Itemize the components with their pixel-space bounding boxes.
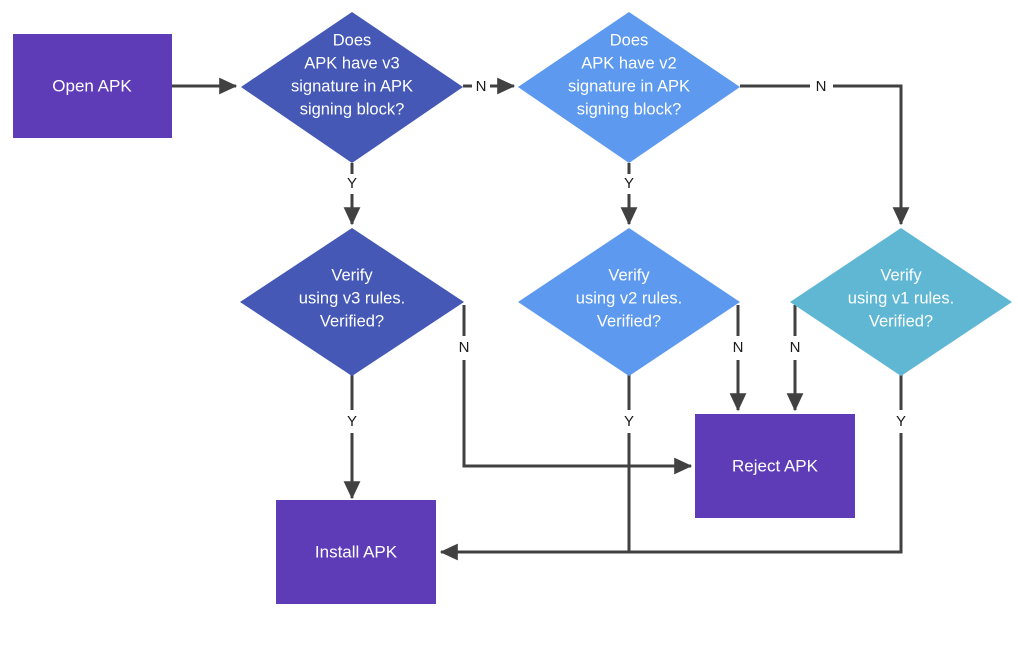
has-v3-label-line-4: signing block? <box>300 100 405 118</box>
edge-verify-v2-yes-to-install-apk: Y <box>624 375 634 552</box>
reject-apk-box[interactable] <box>695 414 855 518</box>
edge-has-v3-no-to-has-v2: N <box>463 77 516 95</box>
verify-v3-label-line-1: Verify <box>331 266 373 284</box>
install-apk-label: Install APK <box>315 542 398 561</box>
edge-has-v2-no-to-verify-v1: N <box>740 78 910 226</box>
edge-verify-v2-no-to-reject-apk: N <box>729 305 747 412</box>
has-v3-label-line-3: signature in APK <box>291 77 413 95</box>
edge-label-verify-v2-no: N <box>733 339 744 356</box>
verify-v2-diamond[interactable] <box>518 228 740 376</box>
has-v2-diamond[interactable] <box>518 12 740 163</box>
has-v3-label-line-2: APK have v3 <box>304 54 399 72</box>
reject-apk-label: Reject APK <box>732 456 819 475</box>
verify-v2-label-line-1: Verify <box>608 266 650 284</box>
edge-label-verify-v2-yes: Y <box>624 413 634 430</box>
edge-label-verify-v3-yes: Y <box>347 413 357 430</box>
verify-v1-label-line-1: Verify <box>880 266 922 284</box>
verify-v1-label-line-2: using v1 rules. <box>848 289 954 307</box>
verify-v3-diamond[interactable] <box>240 228 464 376</box>
node-has-v3-signature[interactable]: Does APK have v3 signature in APK signin… <box>241 12 463 163</box>
edge-verify-v1-yes-to-install-apk: Y <box>439 375 906 561</box>
edge-label-has-v2-yes: Y <box>624 175 634 192</box>
edge-label-has-v3-yes: Y <box>347 175 357 192</box>
open-apk-label: Open APK <box>52 76 132 95</box>
verify-v1-diamond[interactable] <box>790 228 1012 376</box>
node-verify-v3-rules[interactable]: Verify using v3 rules. Verified? <box>240 228 464 376</box>
has-v2-label-line-3: signature in APK <box>568 77 690 95</box>
edge-label-has-v2-no: N <box>816 78 827 95</box>
verify-v2-label-line-3: Verified? <box>597 312 661 330</box>
has-v2-label-line-1: Does <box>610 31 649 49</box>
has-v2-label-line-4: signing block? <box>577 100 682 118</box>
edge-has-v2-yes-to-verify-v2: Y <box>620 163 638 226</box>
verify-v1-label-line-3: Verified? <box>869 312 933 330</box>
verify-v3-label-line-3: Verified? <box>320 312 384 330</box>
node-install-apk[interactable]: Install APK <box>276 500 436 604</box>
node-verify-v1-rules[interactable]: Verify using v1 rules. Verified? <box>790 228 1012 376</box>
node-has-v2-signature[interactable]: Does APK have v2 signature in APK signin… <box>518 12 740 163</box>
has-v3-label-line-1: Does <box>333 31 372 49</box>
install-apk-box[interactable] <box>276 500 436 604</box>
node-reject-apk[interactable]: Reject APK <box>695 414 855 518</box>
edge-label-verify-v1-no: N <box>790 339 801 356</box>
verify-v2-label-line-2: using v2 rules. <box>576 289 682 307</box>
edge-verify-v3-yes-to-install-apk: Y <box>343 375 361 500</box>
verify-v3-label-line-2: using v3 rules. <box>299 289 405 307</box>
edge-label-verify-v3-no: N <box>459 339 470 356</box>
has-v2-label-line-2: APK have v2 <box>581 54 676 72</box>
has-v3-diamond[interactable] <box>241 12 463 163</box>
open-apk-box[interactable] <box>13 34 172 138</box>
node-verify-v2-rules[interactable]: Verify using v2 rules. Verified? <box>518 228 740 376</box>
edge-has-v3-yes-to-verify-v3: Y <box>343 163 361 226</box>
node-open-apk[interactable]: Open APK <box>13 34 172 138</box>
edge-verify-v3-no-to-reject-apk: N <box>459 305 693 475</box>
edge-verify-v1-no-to-reject-apk: N <box>786 305 804 412</box>
edge-label-has-v3-no: N <box>476 78 487 95</box>
edge-label-verify-v1-yes: Y <box>896 413 906 430</box>
